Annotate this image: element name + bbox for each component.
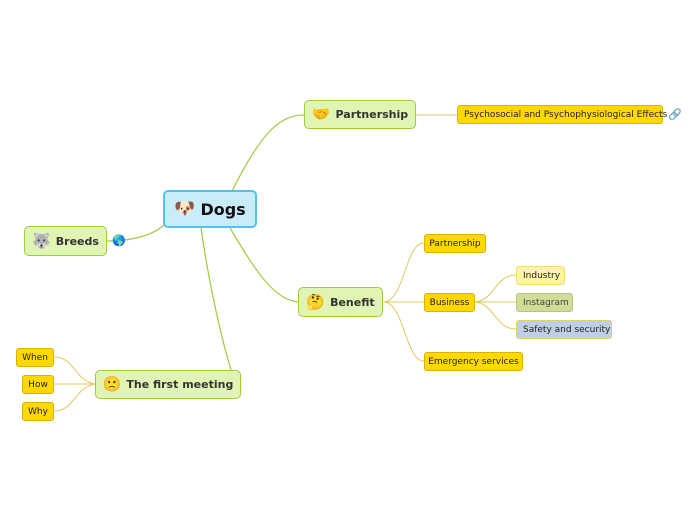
topic-first-meeting-label: The first meeting <box>126 378 234 391</box>
topic-partnership[interactable]: 🤝 Partnership <box>304 100 416 129</box>
subtopic-benefit-partnership[interactable]: Partnership <box>424 234 486 253</box>
link-dogs-benefit <box>229 227 301 303</box>
central-topic-dogs[interactable]: 🐶 Dogs <box>163 190 257 228</box>
link-business-industry <box>474 274 517 303</box>
topic-partnership-label: Partnership <box>335 108 409 121</box>
central-topic-label: Dogs <box>200 199 246 219</box>
globe-icon[interactable]: 🌎 <box>112 234 126 247</box>
link-business-safety <box>474 301 517 330</box>
subtopic-benefit-partnership-label: Partnership <box>429 238 481 249</box>
topic-first-meeting[interactable]: 🙁 The first meeting <box>95 370 241 399</box>
topic-breeds-label: Breeds <box>55 234 99 248</box>
subtopic-why[interactable]: Why <box>22 402 54 421</box>
link-meeting-why <box>53 383 97 412</box>
subtopic-safety-security-label: Safety and security <box>523 324 611 335</box>
subtopic-industry-label: Industry <box>523 270 561 281</box>
topic-breeds[interactable]: 🐺 Breeds <box>24 226 107 256</box>
subtopic-business-label: Business <box>429 297 470 308</box>
subtopic-instagram-label: Instagram <box>523 297 569 308</box>
subtopic-when[interactable]: When <box>16 348 54 367</box>
frowning-face-icon: 🙁 <box>102 375 122 393</box>
link-icon[interactable]: 🔗 <box>668 108 682 121</box>
link-benefit-partnership <box>383 242 425 303</box>
link-dogs-first-meeting <box>200 227 232 371</box>
link-dogs-partnership <box>231 114 305 192</box>
subtopic-emergency-services[interactable]: Emergency services <box>424 352 523 371</box>
subtopic-psychosocial-effects-label: Psychosocial and Psychophysiological Eff… <box>464 109 668 120</box>
topic-benefit[interactable]: 🤔 Benefit <box>298 287 383 317</box>
topic-benefit-label: Benefit <box>330 295 375 309</box>
subtopic-industry[interactable]: Industry <box>516 266 565 285</box>
subtopic-safety-security[interactable]: Safety and security <box>516 320 612 339</box>
subtopic-how-label: How <box>28 379 48 390</box>
wolf-icon: 🐺 <box>32 231 51 250</box>
subtopic-instagram[interactable]: Instagram <box>516 293 573 312</box>
subtopic-why-label: Why <box>28 406 48 417</box>
thinking-face-icon: 🤔 <box>306 292 326 311</box>
subtopic-emergency-services-label: Emergency services <box>428 356 519 367</box>
link-meeting-when <box>53 356 97 385</box>
dog-face-icon: 🐶 <box>174 198 196 219</box>
subtopic-psychosocial-effects[interactable]: Psychosocial and Psychophysiological Eff… <box>457 105 667 124</box>
handshake-icon: 🤝 <box>311 105 331 123</box>
link-benefit-emergency <box>383 301 425 362</box>
subtopic-how[interactable]: How <box>22 375 54 394</box>
subtopic-when-label: When <box>22 352 48 363</box>
subtopic-business[interactable]: Business <box>424 293 475 312</box>
